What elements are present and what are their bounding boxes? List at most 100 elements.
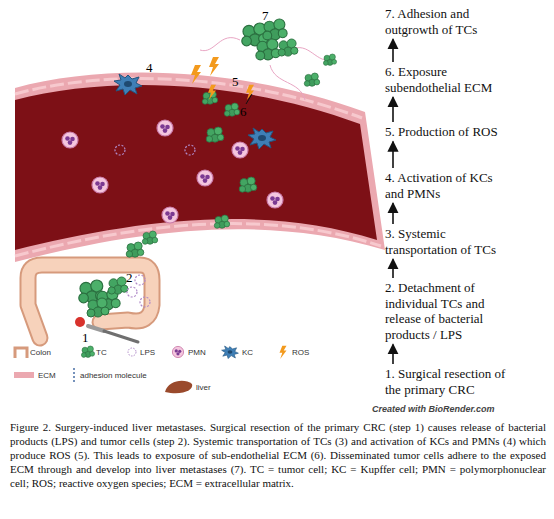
ros-bolts [191, 65, 201, 84]
callout-number: 5 [232, 74, 239, 90]
step-text: 7. Adhesion and outgrowth of TCs [385, 6, 513, 37]
flow-arrow [392, 259, 394, 278]
step-box: 6. Exposure subendothelial ECM [385, 64, 513, 95]
pmn-cells [157, 120, 173, 136]
legend-text: ROS [292, 348, 309, 357]
step-box: 7. Adhesion and outgrowth of TCs [385, 6, 513, 37]
circulating-tumor-cells [239, 177, 257, 192]
step-box: 5. Production of ROS [385, 124, 513, 140]
pmn-cells [197, 170, 213, 186]
metastasis-cluster [246, 94, 252, 104]
step-text: 5. Production of ROS [385, 124, 513, 140]
flow-arrow [392, 203, 394, 224]
callout-number: 7 [262, 8, 269, 24]
legend-text: adhesion molecule [80, 371, 147, 380]
circulating-tumor-cells [185, 145, 195, 155]
kupffer-cells [114, 74, 142, 95]
kupffer-cells [114, 74, 276, 149]
scalpel [88, 326, 104, 331]
step-text: 6. Exposure subendothelial ECM [385, 64, 513, 95]
legend-item: Colon [30, 348, 51, 357]
legend-icons [14, 372, 34, 378]
legend-icons [73, 368, 75, 382]
legend-text: PMN [188, 348, 206, 357]
pmn-cells [162, 207, 178, 223]
primary-tumor [135, 275, 145, 285]
callout-number: 2 [126, 270, 133, 286]
colon [75, 317, 85, 327]
legend-icons [172, 346, 183, 357]
legend-icons [128, 348, 136, 356]
legend-item: ECM [38, 371, 56, 380]
primary-tumor [127, 287, 137, 297]
metastasis-cluster [200, 38, 335, 100]
step-text: 2. Detachment of individual TCs and rele… [385, 280, 513, 342]
scalpel [104, 331, 138, 342]
legend-item: KC [242, 348, 253, 357]
metastasis-cluster [200, 19, 337, 104]
legend-item: PMN [188, 348, 206, 357]
legend-text: KC [242, 348, 253, 357]
legend-item: ROS [292, 348, 309, 357]
pmn-cells [92, 177, 108, 193]
circulating-tumor-cells [206, 127, 224, 142]
colon [28, 265, 152, 338]
step-box: 3. Systemic transportation of TCs [385, 226, 513, 257]
kupffer-cells [248, 128, 276, 149]
metastasis-cluster [323, 54, 336, 65]
callout-number: 6 [240, 104, 247, 120]
step-text: 3. Systemic transportation of TCs [385, 226, 513, 257]
metastasis-cluster [304, 73, 319, 86]
legend-icons [280, 346, 287, 359]
ros-bolts [209, 57, 219, 76]
blood-vessel [15, 224, 381, 256]
flow-arrow [392, 97, 394, 122]
colon [28, 265, 152, 338]
legend-text: LPS [140, 348, 155, 357]
primary-tumor [126, 242, 144, 257]
primary-tumor [140, 297, 150, 307]
blood-vessel [15, 73, 385, 262]
primary-tumor [87, 298, 109, 317]
legend-item: adhesion molecule [80, 371, 147, 380]
legend-text: liver [196, 383, 211, 392]
ros-bolts [208, 85, 216, 100]
pmn-cells [232, 142, 248, 158]
circulating-tumor-cells [214, 215, 229, 228]
step-text: 1. Surgical resection of the primary CRC [385, 366, 513, 397]
pmn-cells [267, 192, 283, 208]
pmn-cells [62, 120, 283, 223]
primary-tumor [142, 231, 157, 244]
flow-arrow [392, 142, 394, 168]
colon [28, 265, 152, 338]
legend-icons [81, 346, 94, 357]
scalpel [88, 326, 138, 342]
metastasis-cluster [256, 39, 280, 60]
circulating-tumor-cells [115, 91, 257, 228]
legend-icons [15, 348, 27, 358]
callout-number: 4 [146, 60, 153, 76]
watermark: Created with BioRender.com [372, 404, 495, 414]
legend-text: TC [96, 348, 107, 357]
ros-bolts [191, 57, 254, 100]
blood-vessel [15, 73, 385, 262]
legend-item: LPS [140, 348, 155, 357]
legend-text: Colon [30, 348, 51, 357]
pmn-cells [62, 132, 78, 148]
metastasis-cluster [278, 39, 298, 56]
figure-caption: Figure 2. Surgery-induced liver metastas… [10, 420, 546, 490]
callout-number: 1 [82, 330, 89, 346]
step-box: 4. Activation of KCs and PMNs [385, 170, 513, 201]
legend-item: liver [196, 383, 211, 392]
legend-text: ECM [38, 371, 56, 380]
legend-icons [14, 346, 287, 394]
flow-arrow [392, 39, 394, 62]
legend-icons [165, 381, 192, 394]
flow-arrow [392, 344, 394, 364]
step-box: 1. Surgical resection of the primary CRC [385, 366, 513, 397]
primary-tumor [108, 277, 128, 294]
circulating-tumor-cells [224, 103, 239, 116]
circulating-tumor-cells [115, 145, 125, 155]
